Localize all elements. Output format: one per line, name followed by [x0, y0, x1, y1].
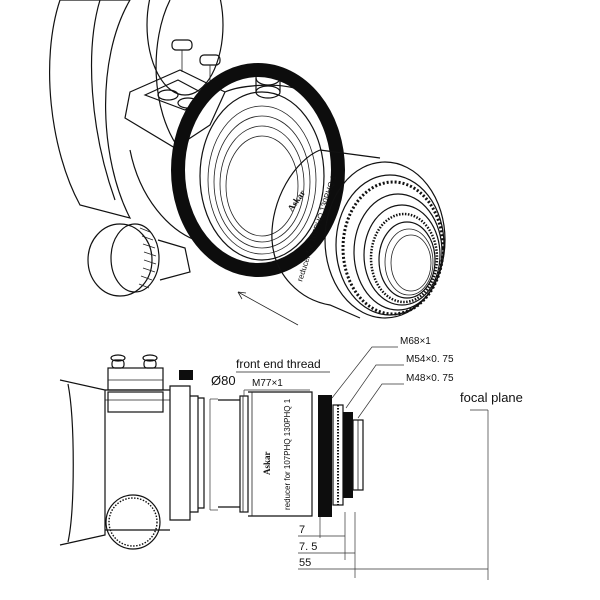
focal-plane-label: focal plane — [460, 390, 523, 405]
side-tube-outline — [59, 379, 106, 546]
reducer-brand-side: Askar — [262, 451, 272, 475]
dimension-7-5: 7. 5 — [299, 541, 317, 553]
dimension-lines: 7 7. 5 55 — [298, 512, 488, 578]
m68-label: M68×1 — [400, 336, 431, 347]
m54-label: M54×0. 75 — [406, 354, 454, 365]
tube-inner-line — [91, 0, 116, 201]
reducer-brand-iso: Askar — [285, 188, 307, 213]
assembly-arrow — [237, 291, 299, 326]
focuser-body-edge — [129, 149, 196, 241]
focus-knob — [87, 223, 191, 297]
dimension-7: 7 — [299, 524, 305, 536]
reducer-model-iso: reducer for 107PHQ 130PHQ 1 — [295, 174, 338, 283]
side-focus-knob — [105, 494, 161, 550]
telescope-tube-outline — [49, 0, 132, 219]
reducer-model-side: reducer for 107PHQ 130PHQ 1 — [283, 398, 292, 510]
reducer-knurled-end — [324, 161, 446, 319]
front-end-thread-label: front end thread — [236, 357, 321, 371]
tube-front-ring — [146, 0, 224, 96]
telescope-side-view: Askar reducer for 107PHQ 130PHQ 1 front … — [59, 336, 523, 580]
side-mount-bracket — [107, 354, 164, 413]
dimension-55: 55 — [299, 557, 311, 569]
black-thread-ring — [171, 63, 345, 277]
diameter-label: Ø80 — [211, 373, 236, 388]
m77-thread-label: M77×1 — [252, 378, 283, 389]
side-knurled-ring — [318, 395, 364, 517]
tube-cap-edge — [155, 0, 181, 151]
side-reducer-body: Askar reducer for 107PHQ 130PHQ 1 — [218, 391, 313, 517]
thread-callouts: M68×1 M54×0. 75 M48×0. 75 — [331, 336, 454, 419]
m48-label: M48×0. 75 — [406, 373, 454, 384]
telescope-isometric-view: Askar reducer for 107PHQ 130PHQ 1 — [49, 0, 446, 326]
side-lock-screw — [179, 370, 193, 380]
